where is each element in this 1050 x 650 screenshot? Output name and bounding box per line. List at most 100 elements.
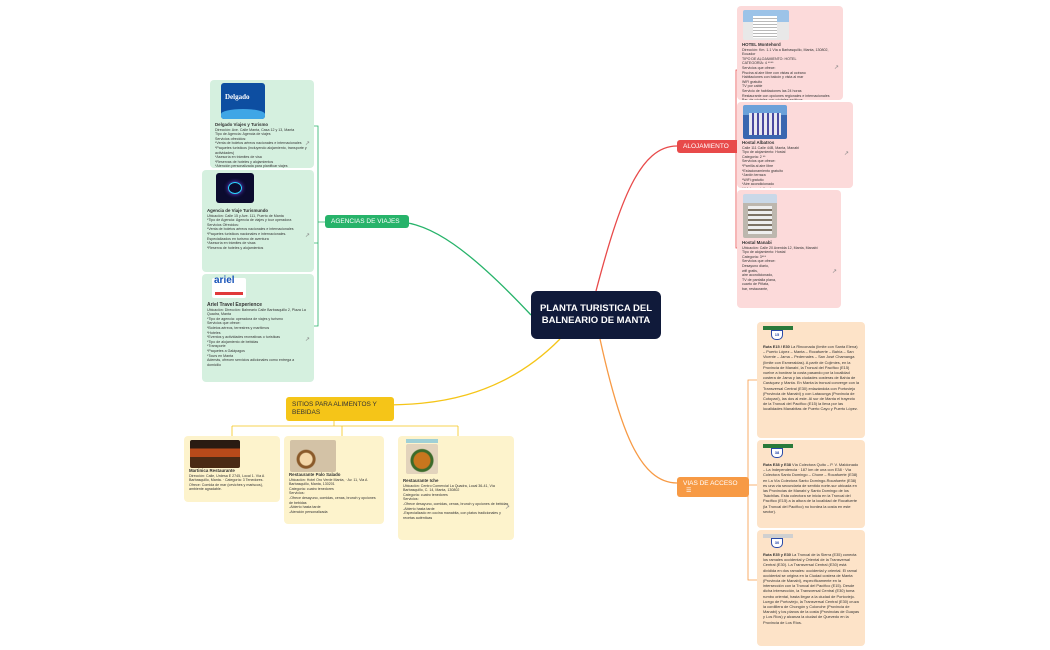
- card-line: Ubicación: Calle 20 Avenida 12, Manta, M…: [742, 245, 818, 250]
- card-line: *Paquetes turísticos nacionales e intern…: [207, 231, 287, 241]
- branch-alojamiento[interactable]: ALOJAMIENTO: [677, 140, 743, 153]
- iche-photo-bar: [406, 439, 438, 443]
- card-line: Bar, de cócteles con cócteles exóticos: [742, 98, 838, 100]
- card-line: wifi gratis,: [742, 268, 758, 273]
- branch-vias[interactable]: VIAS DE ACCESO ☰: [677, 477, 749, 497]
- card-line: Dirección: Km. 1.1 Vía a Barbasquillo, M…: [742, 47, 829, 57]
- card-line: -Especializado en cocina manabita, con p…: [403, 511, 501, 520]
- link-icon[interactable]: ↗: [304, 141, 310, 147]
- martinica-photo: [190, 440, 240, 468]
- card-line: Tipo de alojamiento: Hostal: [742, 250, 786, 255]
- agencia-card-delgado[interactable]: Delgado Delgado Viajes y Turismo Direcci…: [210, 80, 314, 168]
- card-line: *Tipo de agencia: operadora de viajes y …: [207, 316, 283, 321]
- agencia-card-turismundo[interactable]: Agencia de Viaje Turismundo Ubicación: C…: [202, 170, 314, 272]
- sitio-card-palo-salado[interactable]: Restaurante Palo Salado Ubicación: Hotel…: [284, 436, 384, 524]
- alojamiento-lines: Dirección: Km. 1.1 Vía a Barbasquillo, M…: [742, 48, 838, 100]
- card-line: Categoría: 2 **: [742, 154, 766, 159]
- card-line: -Ofrece desayuno, comidas, cenas, brunch…: [403, 501, 509, 506]
- note-icon[interactable]: ☰: [686, 488, 692, 494]
- via-card-e30[interactable]: 30 Ruta E35 y E30 La Troncal de la Sierr…: [757, 530, 865, 646]
- branch-sitios[interactable]: SITIOS PARA ALIMENTOS Y BEBIDAS: [286, 397, 394, 421]
- link-icon[interactable]: ↗: [304, 337, 310, 343]
- link-icon[interactable]: ↗: [843, 151, 849, 157]
- card-line: *Parrilla al aire libre: [742, 163, 774, 168]
- sitio-lines: Ubicación: Centro Comercial La Quadra, L…: [403, 484, 509, 521]
- card-line: Servicios ofrecidos:: [215, 136, 247, 141]
- card-line: Servicios que ofrece:: [742, 65, 776, 70]
- sitio-name: Martinica Restaurante: [189, 468, 235, 473]
- route-shield-e15: 15: [763, 326, 793, 340]
- sitio-lines: Dirección: Calle, Urdesa E 2745, Local 1…: [189, 474, 275, 492]
- link-agencias: [396, 221, 532, 316]
- alojamiento-card-montehord[interactable]: HOTEL Montehord Dirección: Km. 1.1 Vía a…: [737, 6, 843, 100]
- link-sitios-children: [231, 417, 459, 436]
- alojamiento-card-albatros[interactable]: Hostal Albatros Calle 111 Calle 44B, Man…: [737, 102, 853, 188]
- via-card-e38[interactable]: 38 Ruta E38 y E38 Vía Colectora Quito – …: [757, 440, 865, 528]
- central-topic-title: PLANTA TURISTICA DEL BALNEARIO DE MANTA: [539, 303, 653, 326]
- route-shield-header: [763, 444, 793, 448]
- card-line: Habitaciones con balcón y vista al mar: [742, 75, 804, 80]
- card-line: *Tipo de alojamiento de bebidas: [207, 339, 259, 344]
- card-line: *Jardín terraza: [742, 173, 766, 178]
- alojamiento-card-body: Hostal Albatros Calle 111 Calle 44B, Man…: [742, 140, 848, 188]
- neon-ring-icon: [228, 182, 242, 194]
- card-line: TIPO DE ALOJAMIENTO: HOTEL: [742, 56, 797, 61]
- sitio-name: Restaurante Palo Salado: [289, 472, 341, 477]
- card-line: Servicios que ofrece:: [742, 259, 776, 264]
- card-line: cuarto de Piñata,: [742, 282, 770, 287]
- via-title: Ruta E35 y E30: [763, 552, 791, 557]
- route-shield-number: 30: [771, 538, 783, 548]
- card-line: Servicio de habitaciones las 24 horas: [742, 88, 802, 93]
- agencia-name: Ariel Travel Experience: [207, 302, 263, 308]
- card-line: *Paquetes turísticos (incluyendo alojami…: [215, 145, 307, 155]
- alojamiento-name: Hostal Albatros: [742, 140, 775, 145]
- card-line: *Asesoría en trámites de visa: [215, 155, 262, 160]
- agencia-name: Delgado Viajes y Turismo: [215, 122, 269, 127]
- card-line: *Venta de boletos aéreos nacionales e in…: [207, 227, 294, 232]
- card-line: *Estacionamiento gratuito: [742, 168, 783, 173]
- sitio-card-body: Restaurante Palo Salado Ubicación: Hotel…: [289, 472, 379, 514]
- via-description: Vía Colectora Quito – P. V. Maldonado – …: [763, 462, 859, 514]
- card-line: Tipo de Agencia: Agencia de viajes: [215, 132, 271, 137]
- via-text: Ruta E38 y E38 Vía Colectora Quito – P. …: [763, 462, 860, 514]
- card-line: -Abierto hasta tarde: [403, 506, 435, 511]
- card-line: CATEGORÍA: 4 ****: [742, 61, 774, 66]
- card-line: Ubicación: Dirección: Balneario Calle Ba…: [207, 307, 306, 317]
- sitio-card-martinica[interactable]: Martinica Restaurante Dirección: Calle, …: [184, 436, 280, 502]
- link-icon[interactable]: ↗: [833, 65, 839, 71]
- route-shield-e38: 38: [763, 444, 793, 458]
- ariel-logo-text: ariel: [214, 275, 235, 286]
- card-line: *Hoteles: [207, 330, 221, 335]
- route-shield-number: 15: [771, 330, 783, 340]
- agencia-card-body: Ariel Travel Experience Ubicación: Direc…: [207, 303, 309, 367]
- link-icon[interactable]: ↗: [304, 233, 310, 239]
- branch-agencias[interactable]: AGENCIAS DE VIAJES: [325, 215, 409, 228]
- sitio-card-body: Martinica Restaurante Dirección: Calle, …: [189, 468, 275, 492]
- branch-sitios-label: SITIOS PARA ALIMENTOS Y BEBIDAS: [292, 401, 377, 416]
- card-line: *Paquetes a Galápagos: [207, 348, 245, 353]
- link-icon[interactable]: ↗: [504, 505, 510, 511]
- card-line: Además, ofrecen servicios adicionales co…: [207, 358, 295, 367]
- sitio-card-iche[interactable]: Restaurante Iche Ubicación: Centro Comer…: [398, 436, 514, 540]
- agencia-card-ariel[interactable]: ariel Ariel Travel Experience Ubicación:…: [202, 274, 314, 382]
- agencia-lines: Ubicación: Dirección: Balneario Calle Ba…: [207, 308, 309, 368]
- card-line: -Atención personalizada: [289, 509, 328, 514]
- card-line: *Tours en Manta: [207, 353, 234, 358]
- route-shield-e30: 30: [763, 534, 793, 548]
- central-topic[interactable]: PLANTA TURISTICA DEL BALNEARIO DE MANTA: [531, 291, 661, 339]
- link-alojamiento: [595, 145, 678, 292]
- link-icon[interactable]: ↗: [831, 269, 837, 275]
- card-line: Piscina al aire libre con vistas al océa…: [742, 70, 806, 75]
- hotel-montehord-photo: [743, 10, 789, 40]
- via-card-e15[interactable]: 15 Ruta E15 / E30 La Rinconada (límite c…: [757, 322, 865, 438]
- card-line: Tipo de alojamiento: Hostal: [742, 150, 786, 155]
- card-line: ***4 de pantalla plana: [742, 187, 848, 188]
- via-title: Ruta E38 y E38: [763, 462, 791, 467]
- card-line: Servicios:: [289, 491, 305, 496]
- card-line: *Reservas de hoteles y alojamientos: [215, 159, 274, 164]
- card-line: Dirección: Calle, Urdesa E 2745, Local 1…: [189, 473, 265, 492]
- card-line: Categoría: cuatro tenedores: [403, 492, 448, 497]
- alojamiento-card-manabi[interactable]: Hostal Manabi Ubicación: Calle 20 Avenid…: [737, 190, 841, 308]
- card-line: *Tipo de Agencia: Agencia de viajes y to…: [207, 218, 292, 223]
